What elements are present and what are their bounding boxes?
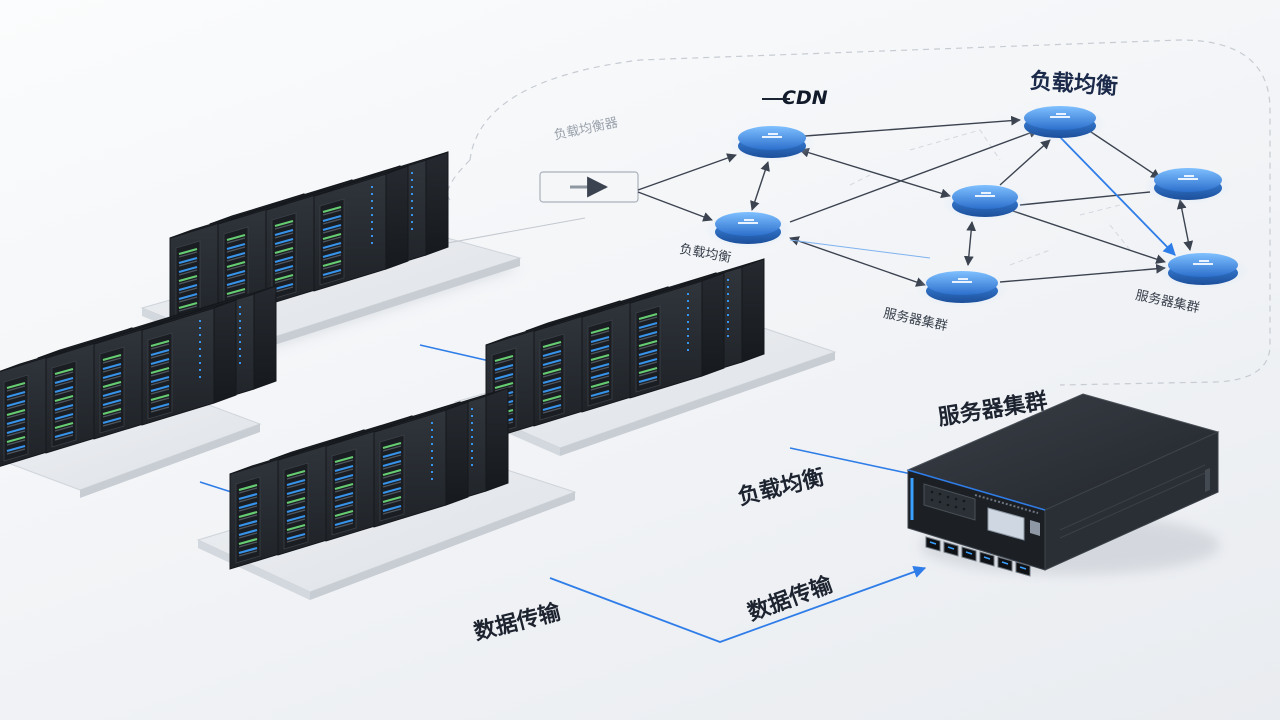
cdn-underline xyxy=(762,98,790,100)
device-port xyxy=(997,556,1013,572)
server-rack xyxy=(629,272,725,399)
node-lb-left xyxy=(704,212,792,248)
device-vent xyxy=(923,483,976,521)
node-cdn xyxy=(728,126,816,162)
diagram-boundary-left xyxy=(446,159,471,201)
device-port xyxy=(925,536,941,552)
node-cluster-right xyxy=(1157,253,1249,289)
device-vent-holes xyxy=(930,490,966,511)
server-rack xyxy=(141,299,237,426)
node-right-top xyxy=(1144,168,1232,204)
server-rack xyxy=(373,401,469,528)
device-port xyxy=(943,541,959,557)
highlight-edge xyxy=(1057,134,1176,256)
highlight-edge-2 xyxy=(789,239,931,259)
node-lb-top xyxy=(1014,106,1106,142)
diagram-title-load-balance: 负载均衡 xyxy=(1029,68,1119,101)
device-ports xyxy=(925,536,1031,577)
server-rack xyxy=(313,165,409,292)
network-device xyxy=(906,393,1220,577)
node-cluster-bottom xyxy=(916,271,1008,307)
network-diagram xyxy=(446,39,1271,386)
device-port xyxy=(979,551,995,567)
device-knob xyxy=(1030,520,1040,536)
diagram-edges xyxy=(637,115,1194,287)
device-side xyxy=(1044,431,1219,571)
diagram-cdn-label: CDN xyxy=(782,87,828,109)
link-middle-to-device xyxy=(789,447,931,479)
node-center xyxy=(941,185,1029,221)
device-port xyxy=(1015,561,1031,577)
link-front-to-device xyxy=(549,565,927,643)
diagram-boundary xyxy=(469,39,1271,386)
device-display xyxy=(987,507,1025,541)
device-port xyxy=(961,546,977,562)
server-racks xyxy=(0,151,765,570)
